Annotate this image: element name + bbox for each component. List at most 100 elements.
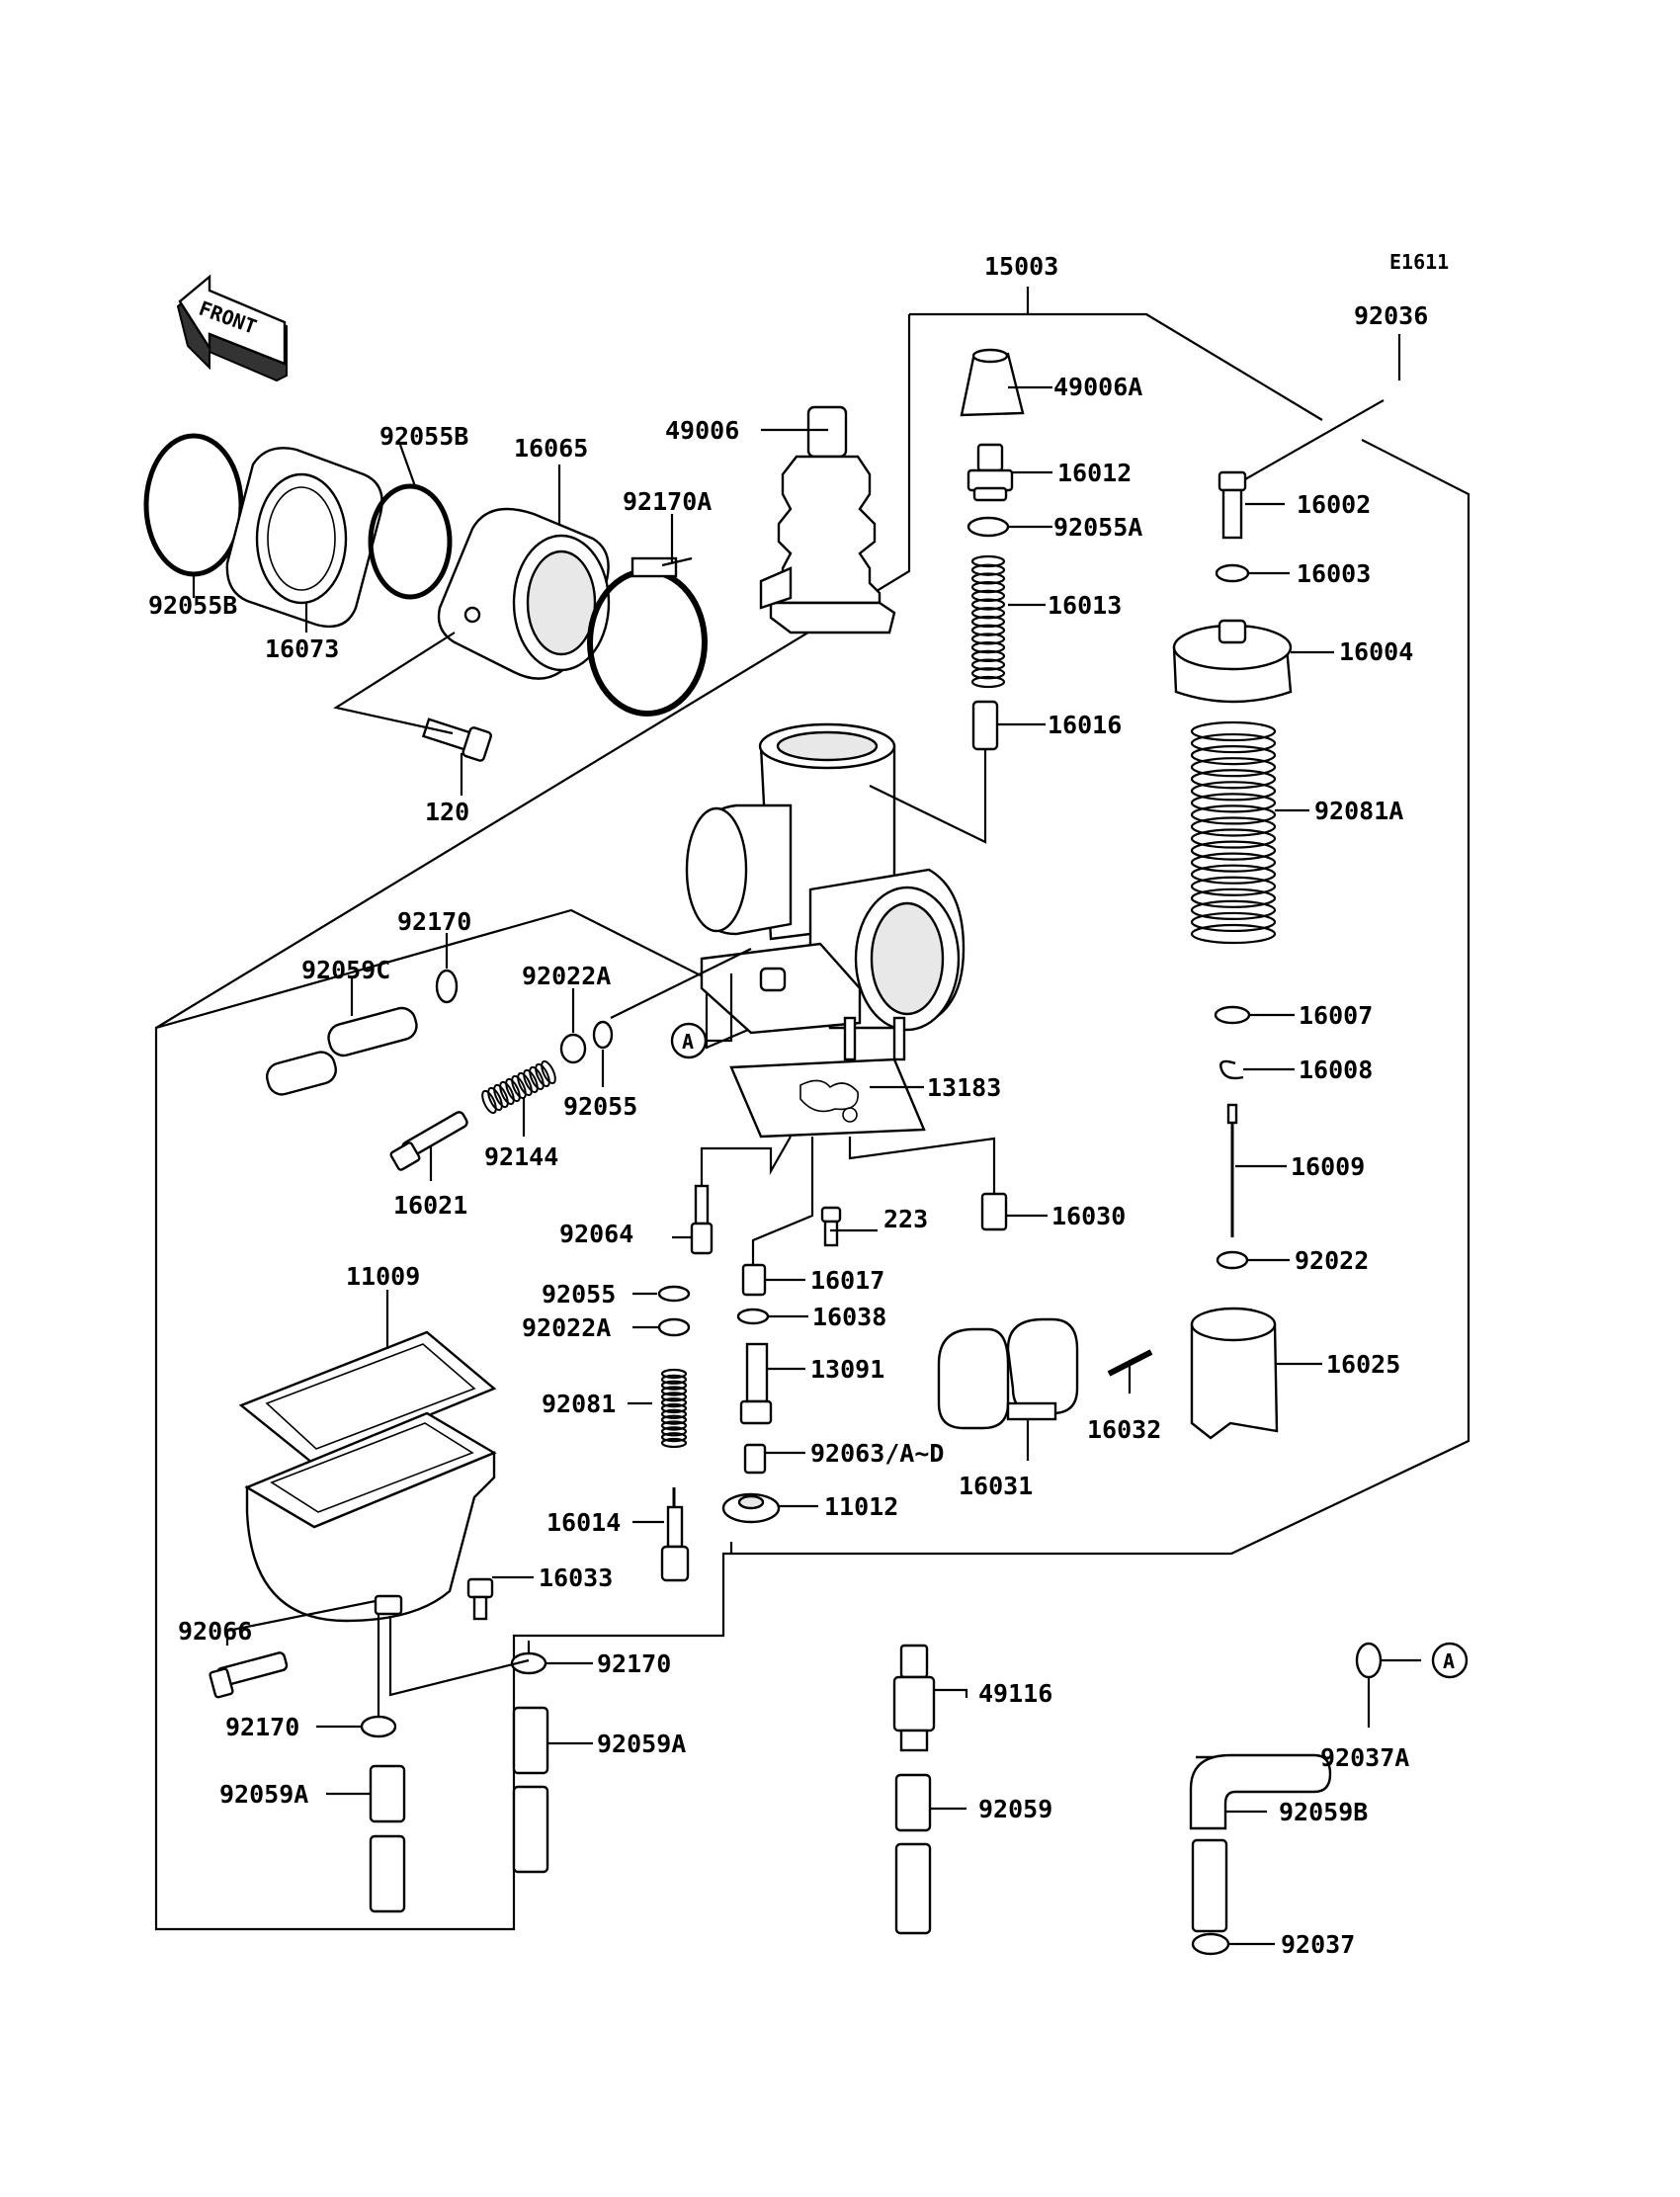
clip-92037-drawing [1191, 1932, 1230, 1956]
label-92170-top: 92170 [397, 907, 471, 936]
label-16002: 16002 [1297, 490, 1371, 519]
carburetor-body-drawing [685, 722, 966, 1061]
label-92022a-top: 92022A [522, 962, 611, 990]
tube-92059c-drawing [265, 1006, 418, 1096]
label-92170a: 92170A [623, 487, 712, 516]
nut-16003-drawing [1215, 563, 1250, 583]
hose-92059a-left-drawing [369, 1764, 406, 1913]
label-16031: 16031 [959, 1472, 1033, 1500]
assembly-outline [154, 287, 1470, 1931]
screw-16021-drawing [389, 1111, 468, 1171]
o-ring-92055a-drawing [966, 516, 1010, 538]
label-92170-mid: 92170 [597, 1649, 671, 1678]
label-13183: 13183 [927, 1073, 1001, 1102]
spring-16013-drawing [970, 554, 1006, 689]
part-labels: 15003 92036 49006A 49006 16012 92055A 16… [148, 252, 1428, 1959]
throttle-slide-16025-drawing [1190, 1307, 1279, 1440]
o-ring-92055b-top-drawing [368, 483, 453, 600]
label-16013: 16013 [1048, 591, 1122, 620]
gasket-16073-drawing [225, 447, 383, 629]
cap-16004-drawing [1172, 619, 1293, 704]
hose-92059b-drawing [1189, 1753, 1332, 1933]
label-16014: 16014 [546, 1508, 621, 1537]
screw-16033-drawing [466, 1577, 494, 1621]
label-92059a-mid: 92059A [597, 1730, 686, 1758]
washer-92022a-low-drawing [657, 1317, 691, 1337]
label-15003: 15003 [984, 252, 1058, 281]
label-92081: 92081 [542, 1390, 616, 1418]
spring-92144-drawing [481, 1059, 556, 1115]
o-ring-92055-low-drawing [657, 1285, 691, 1303]
fitting-49116-drawing [892, 1644, 936, 1752]
hose-92059-drawing [894, 1773, 932, 1935]
label-16030: 16030 [1051, 1202, 1126, 1230]
float-16031-drawing [937, 1317, 1079, 1430]
clamp-92170a-drawing [587, 556, 708, 717]
adjuster-16012-drawing [966, 443, 1014, 502]
label-16008: 16008 [1299, 1056, 1373, 1084]
label-16007: 16007 [1299, 1001, 1373, 1030]
clip-92037a-drawing [1355, 1642, 1383, 1679]
label-16021: 16021 [393, 1191, 467, 1220]
label-13091: 13091 [810, 1355, 884, 1384]
label-16032: 16032 [1087, 1415, 1161, 1444]
callout-letter-upper: A [682, 1030, 694, 1054]
leader-lines [192, 334, 1421, 1946]
callout-letter-lower: A [1443, 1649, 1455, 1673]
boot-49006-drawing [759, 405, 896, 634]
callout-marker-lower: A [1431, 1642, 1469, 1679]
jet-92063-drawing [743, 1443, 767, 1475]
label-92037: 92037 [1281, 1930, 1355, 1959]
label-92022a-low: 92022A [522, 1313, 611, 1342]
washer-92022-drawing [1216, 1250, 1249, 1270]
plug-92066-drawing [209, 1651, 289, 1699]
jet-92064-drawing [690, 1184, 714, 1255]
screw-223-drawing [820, 1206, 842, 1247]
label-92064: 92064 [559, 1220, 633, 1248]
label-223: 223 [883, 1205, 928, 1233]
label-16017: 16017 [810, 1266, 884, 1295]
needle-jet-13091-drawing [739, 1342, 773, 1425]
label-92059b: 92059B [1279, 1798, 1368, 1826]
callout-marker-upper: A [670, 1022, 708, 1059]
label-92036: 92036 [1354, 301, 1428, 330]
label-16004: 16004 [1339, 637, 1413, 666]
spring-92081-drawing [660, 1368, 688, 1449]
label-92055b-top: 92055B [379, 422, 468, 451]
label-92055-mid: 92055 [563, 1092, 637, 1121]
label-49006a: 49006A [1053, 373, 1142, 401]
pin-16032-drawing [1107, 1349, 1153, 1377]
label-16073: 16073 [265, 634, 339, 663]
bolt-120-drawing [421, 718, 492, 762]
screw-16002-drawing [1218, 470, 1247, 540]
o-ring-92055b-left-drawing [143, 433, 244, 577]
label-92059c: 92059C [301, 956, 390, 984]
label-92059: 92059 [978, 1795, 1052, 1823]
o-ring-16038-drawing [736, 1308, 770, 1325]
front-arrow: FRONT [176, 274, 288, 382]
label-120: 120 [425, 798, 469, 826]
label-92055a: 92055A [1053, 513, 1142, 542]
spring-92081a-drawing [1190, 720, 1277, 945]
label-92059a-left: 92059A [219, 1780, 308, 1809]
hose-92059a-mid-drawing [512, 1706, 549, 1874]
washer-16007-drawing [1214, 1005, 1251, 1025]
label-92144: 92144 [484, 1142, 558, 1171]
label-92055-low: 92055 [542, 1280, 616, 1309]
label-16065: 16065 [514, 434, 588, 463]
label-16003: 16003 [1297, 559, 1371, 588]
jet-16017-drawing [741, 1263, 767, 1297]
gasket-13183-drawing [729, 1057, 926, 1139]
label-49006: 49006 [665, 416, 739, 445]
holder-11012-drawing [721, 1492, 781, 1524]
label-16033: 16033 [539, 1563, 613, 1592]
float-bowl-11009-drawing [238, 1330, 497, 1623]
label-92037a: 92037A [1320, 1743, 1409, 1772]
label-11012: 11012 [824, 1492, 898, 1521]
label-92055b-left: 92055B [148, 591, 237, 620]
label-16016: 16016 [1048, 711, 1122, 739]
label-16025: 16025 [1326, 1350, 1400, 1379]
label-16012: 16012 [1057, 459, 1132, 487]
diagram-code: E1611 [1389, 250, 1449, 274]
